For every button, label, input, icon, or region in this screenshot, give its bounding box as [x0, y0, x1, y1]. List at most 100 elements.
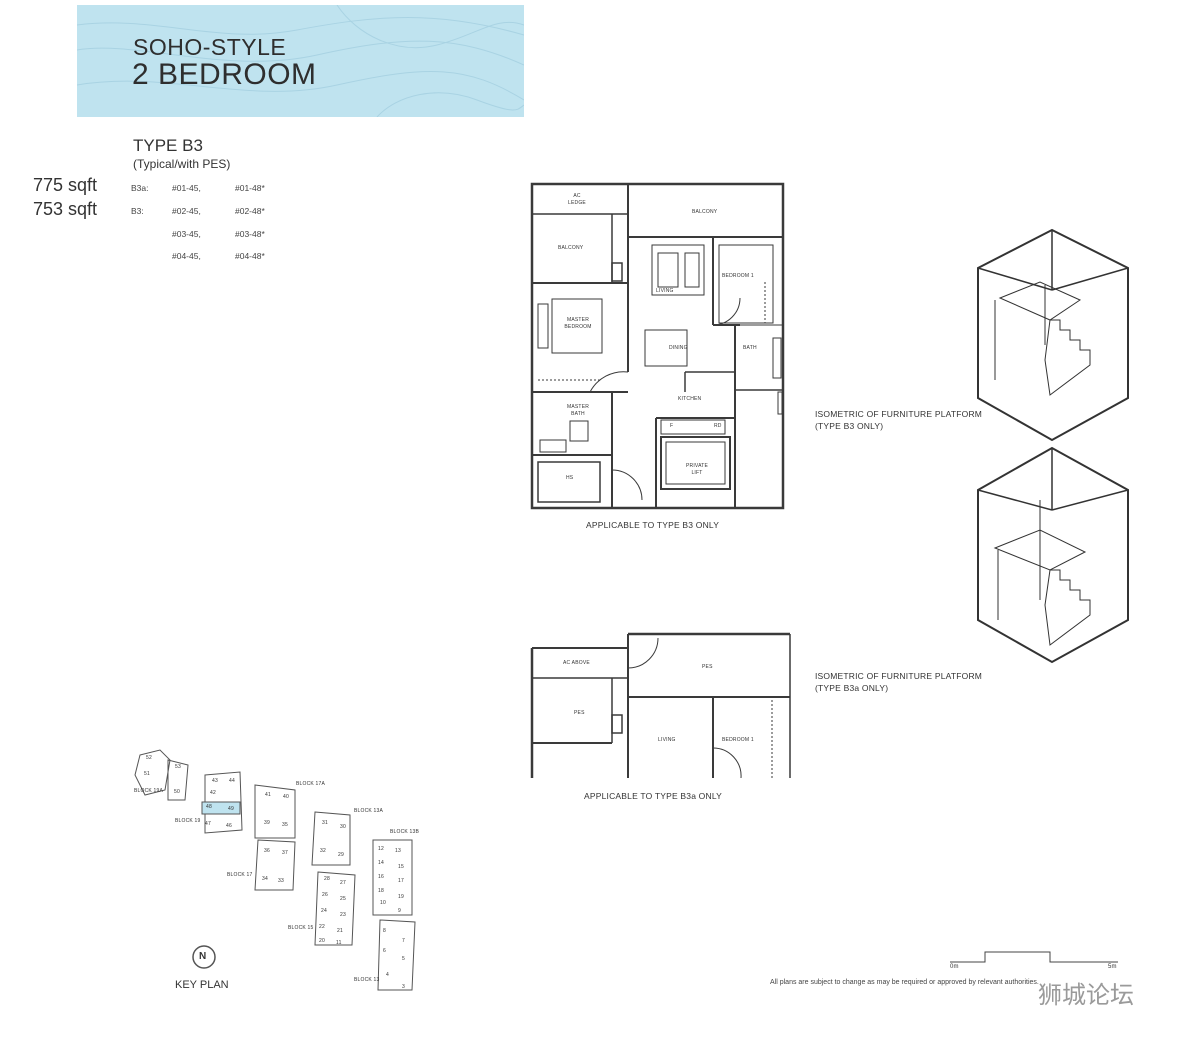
- room-label: MASTER BEDROOM: [564, 317, 592, 330]
- key-plan-unit: 28: [324, 876, 330, 882]
- key-plan-unit: 40: [283, 794, 289, 800]
- key-plan-unit: 30: [340, 824, 346, 830]
- unit-number: #03-48*: [235, 229, 265, 239]
- key-plan-unit: 7: [402, 938, 405, 944]
- block-label: BLOCK 19A: [134, 788, 164, 794]
- room-label: PES: [702, 664, 713, 670]
- key-plan-unit: 48: [206, 804, 212, 810]
- key-plan-unit: 43: [212, 778, 218, 784]
- room-label: BALCONY: [692, 209, 718, 215]
- iso-caption-2: ISOMETRIC OF FURNITURE PLATFORM: [815, 671, 983, 681]
- key-plan-unit: 32: [320, 848, 326, 854]
- unit-number: #03-45,: [172, 229, 201, 239]
- key-plan-unit: 36: [264, 848, 270, 854]
- room-label: BEDROOM 1: [722, 273, 754, 279]
- key-plan-unit: 19: [398, 894, 404, 900]
- unit-code: B3:: [131, 206, 144, 216]
- disclaimer-note: All plans are subject to change as may b…: [770, 979, 1039, 986]
- room-label: BALCONY: [558, 245, 584, 251]
- block-label: BLOCK 19: [175, 818, 201, 824]
- key-plan-unit: 49: [228, 806, 234, 812]
- room-label: LIVING: [658, 737, 676, 743]
- type-title: TYPE B3: [133, 136, 203, 155]
- block-label: BLOCK 17A: [296, 781, 326, 787]
- room-label: PES: [574, 710, 585, 716]
- key-plan-unit: 14: [378, 860, 384, 866]
- room-label: LIVING: [656, 288, 674, 294]
- key-plan-unit: 27: [340, 880, 346, 886]
- key-plan-unit: 20: [319, 938, 325, 944]
- key-plan-unit: 16: [378, 874, 384, 880]
- key-plan-unit: 50: [174, 789, 180, 795]
- unit-number: #02-48*: [235, 206, 265, 216]
- room-label: AC ABOVE: [563, 660, 590, 666]
- unit-number: #02-45,: [172, 206, 201, 216]
- key-plan-unit: 37: [282, 850, 288, 856]
- key-plan-unit: 34: [262, 876, 268, 882]
- key-plan-unit: 51: [144, 771, 150, 777]
- room-label: HS: [566, 475, 574, 481]
- room-label: F: [670, 423, 674, 429]
- key-plan-unit: 53: [175, 764, 181, 770]
- room-label: AC LEDGE: [568, 193, 586, 206]
- key-plan-label: KEY PLAN: [175, 979, 229, 991]
- room-label: BATH: [743, 345, 757, 351]
- key-plan-unit: 15: [398, 864, 404, 870]
- key-plan-unit: 41: [265, 792, 271, 798]
- outer-wall: [530, 182, 785, 510]
- block-label: BLOCK 15: [288, 925, 314, 931]
- key-plan-unit: 22: [319, 924, 325, 930]
- key-plan-unit: 23: [340, 912, 346, 918]
- key-plan-unit: 31: [322, 820, 328, 826]
- key-plan-unit: 18: [378, 888, 384, 894]
- key-plan-unit: 29: [338, 852, 344, 858]
- key-plan-unit: 3: [402, 984, 405, 990]
- scale-start: 0m: [950, 964, 959, 970]
- unit-code: B3a:: [131, 183, 149, 193]
- highlighted-unit: [201, 801, 241, 815]
- key-plan-unit: 33: [278, 878, 284, 884]
- area-b3a: 775 sqft: [33, 175, 98, 195]
- room-label: RD: [714, 423, 722, 429]
- key-plan-unit: 8: [383, 928, 386, 934]
- title-line2: 2 BEDROOM: [132, 58, 317, 91]
- key-plan-unit: 35: [282, 822, 288, 828]
- iso-caption-1-sub: (TYPE B3 ONLY): [815, 421, 884, 431]
- watermark: 狮城论坛: [1038, 981, 1134, 1009]
- key-plan-unit: 47: [205, 821, 211, 827]
- key-plan-unit: 24: [321, 908, 327, 914]
- block-label: BLOCK 13A: [354, 808, 384, 814]
- key-plan-unit: 9: [398, 908, 401, 914]
- unit-number: #01-48*: [235, 183, 265, 193]
- unit-number: #04-45,: [172, 251, 201, 261]
- title-banner: [77, 5, 524, 117]
- key-plan-unit: 17: [398, 878, 404, 884]
- block-label: BLOCK 13B: [390, 829, 420, 835]
- compass-letter: N: [199, 951, 207, 962]
- room-label: MASTER BATH: [567, 404, 590, 417]
- type-subtitle: (Typical/with PES): [133, 157, 231, 171]
- key-plan-unit: 42: [210, 790, 216, 796]
- key-plan-unit: 39: [264, 820, 270, 826]
- iso-caption-2-sub: (TYPE B3a ONLY): [815, 683, 889, 693]
- room-label: KITCHEN: [678, 396, 702, 402]
- block-label: BLOCK 17: [227, 872, 253, 878]
- iso-caption-1: ISOMETRIC OF FURNITURE PLATFORM: [815, 409, 983, 419]
- key-plan-unit: 21: [337, 928, 343, 934]
- key-plan-unit: 52: [146, 755, 152, 761]
- key-plan-unit: 5: [402, 956, 405, 962]
- plan-caption-b3: APPLICABLE TO TYPE B3 ONLY: [586, 520, 720, 530]
- compass-icon: [192, 945, 216, 969]
- key-plan-unit: 10: [380, 900, 386, 906]
- key-plan-unit: 4: [386, 972, 389, 978]
- room-label: DINING: [669, 345, 688, 351]
- unit-number: #04-48*: [235, 251, 265, 261]
- block-label: BLOCK 13: [354, 977, 380, 983]
- key-plan-unit: 11: [336, 940, 342, 946]
- area-b3: 753 sqft: [33, 199, 98, 219]
